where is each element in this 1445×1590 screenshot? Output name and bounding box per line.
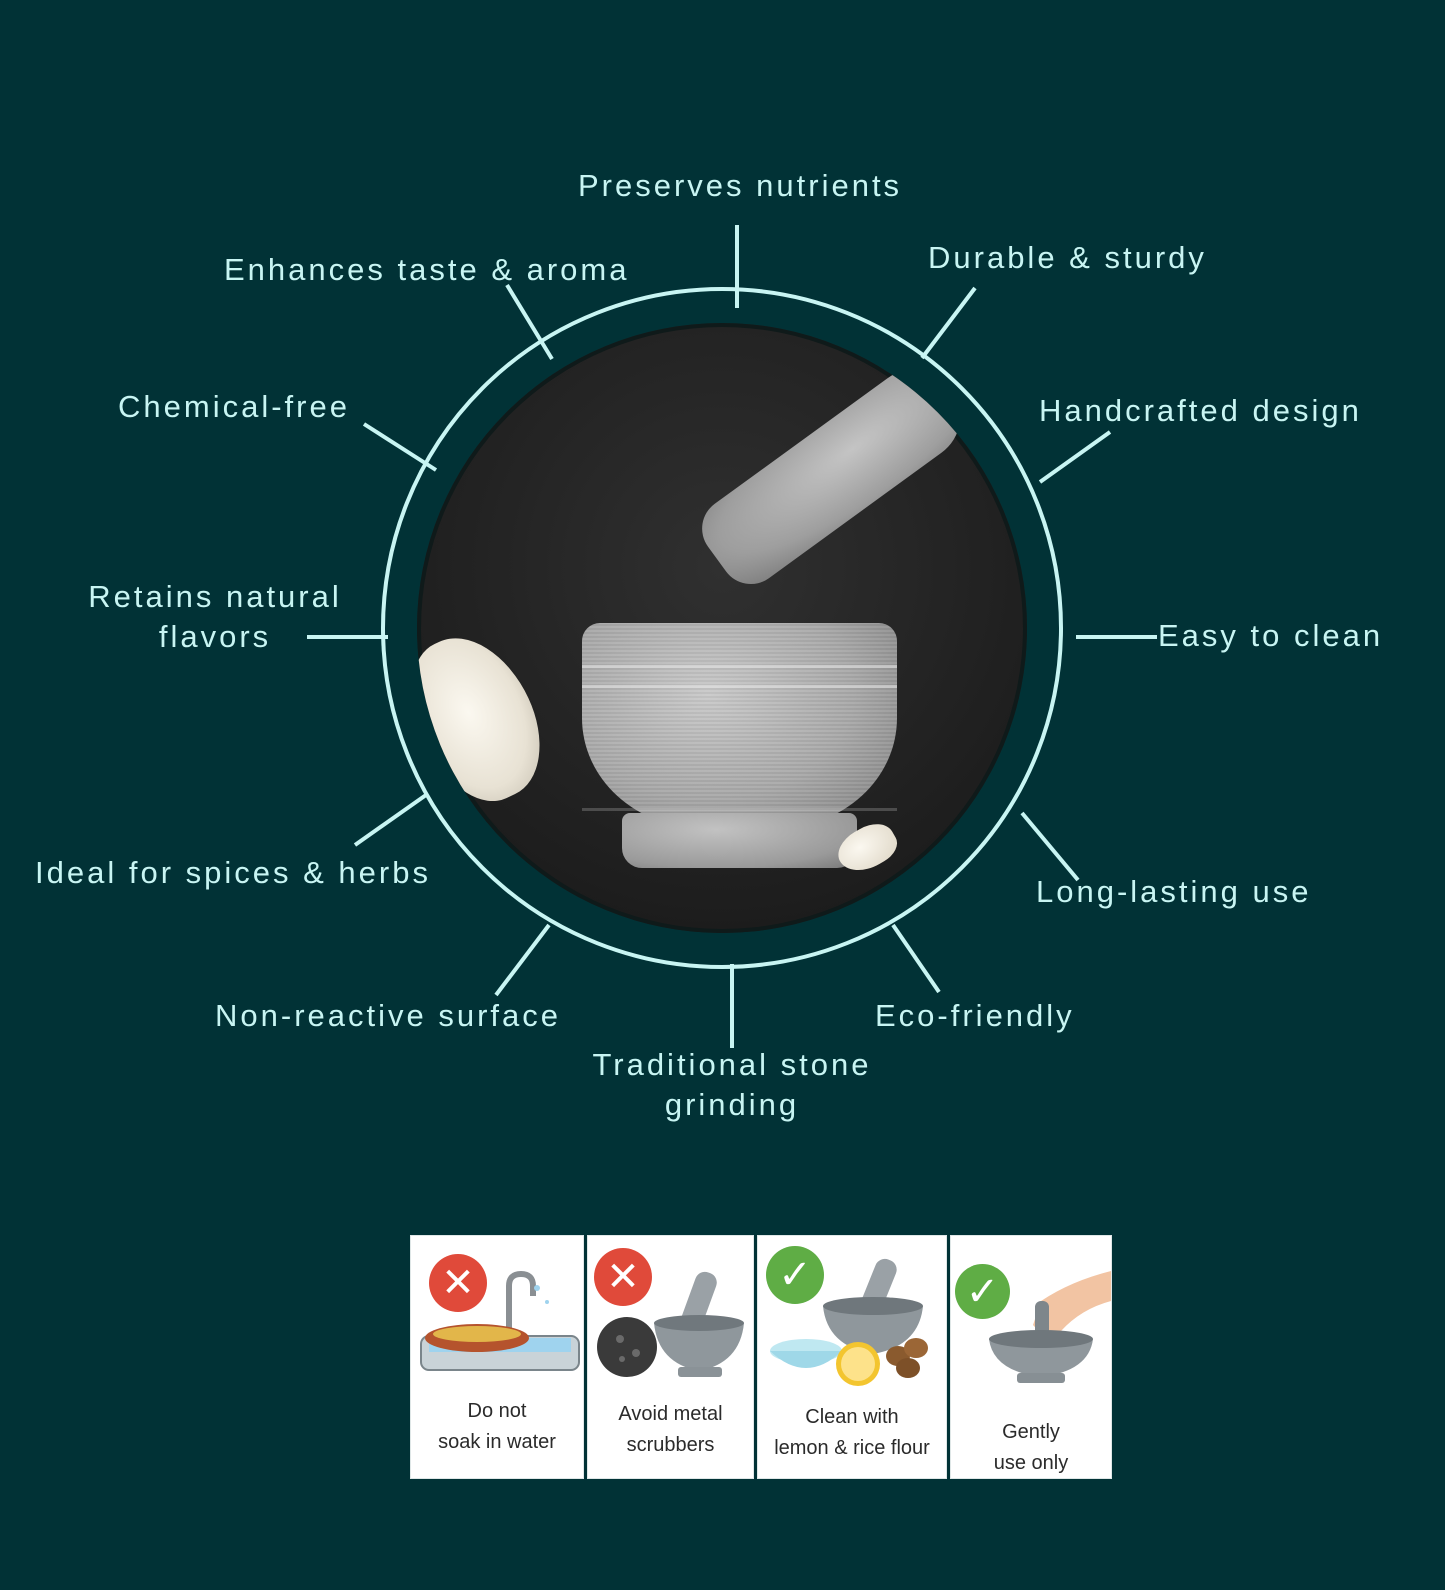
feature-label-retains-natural-flavors: Retains natural flavors	[88, 579, 342, 654]
care-card-no-soak: ✕ Do not soak in water	[410, 1235, 584, 1479]
check-icon: ✓	[766, 1246, 824, 1304]
feature-label-preserves-nutrients: Preserves nutrients	[578, 168, 903, 203]
mortar-base	[622, 813, 857, 868]
feature-label-chemical-free: Chemical-free	[118, 389, 350, 424]
feature-label-durable-sturdy: Durable & sturdy	[928, 240, 1207, 275]
feature-label-enhances-taste-aroma: Enhances taste & aroma	[224, 252, 630, 287]
feature-label-handcrafted-design: Handcrafted design	[1039, 393, 1362, 428]
cross-icon: ✕	[429, 1254, 487, 1312]
cross-icon: ✕	[594, 1248, 652, 1306]
sink-with-bowl-illustration	[420, 1270, 580, 1371]
feature-label-easy-to-clean: Easy to clean	[1158, 618, 1384, 653]
check-icon: ✓	[955, 1264, 1010, 1319]
feature-label-non-reactive-surface: Non-reactive surface	[215, 998, 562, 1033]
scrubber-and-mortar-illustration	[597, 1271, 744, 1377]
care-card-no-metal-scrubbers: ✕ Avoid metal scrubbers	[587, 1235, 754, 1479]
care-instructions: ✕ Do not soak in water ✕	[410, 1235, 1112, 1479]
spoke-durable-sturdy	[920, 286, 977, 360]
lemon-rice-mortar-illustration	[770, 1258, 928, 1386]
feature-label-eco-friendly: Eco-friendly	[875, 998, 1075, 1033]
spoke-enhances-taste-aroma	[505, 283, 554, 361]
feature-label-long-lasting-use: Long-lasting use	[1036, 874, 1312, 909]
spoke-long-lasting-use	[1020, 811, 1080, 882]
care-card-gently-use: ✓ Gently use only	[950, 1235, 1112, 1479]
spoke-ideal-for-spices-herbs	[353, 793, 428, 847]
pestle	[689, 351, 979, 597]
mortar-bowl	[582, 623, 897, 828]
outer-ring	[381, 287, 1063, 969]
spoke-chemical-free	[362, 422, 438, 472]
feature-label-traditional-stone-grinding: Traditional stone grinding	[592, 1047, 872, 1122]
mortar-pestle-photo	[417, 323, 1027, 933]
spoke-handcrafted-design	[1038, 430, 1112, 484]
care-card-clean-lemon-rice-flour: ✓ Clean with lemon & rice flour	[757, 1235, 947, 1479]
spoke-eco-friendly	[891, 923, 941, 994]
feature-label-ideal-for-spices-herbs: Ideal for spices & herbs	[35, 855, 431, 890]
spoke-non-reactive-surface	[494, 923, 551, 997]
hand-pestle-illustration	[989, 1271, 1111, 1383]
